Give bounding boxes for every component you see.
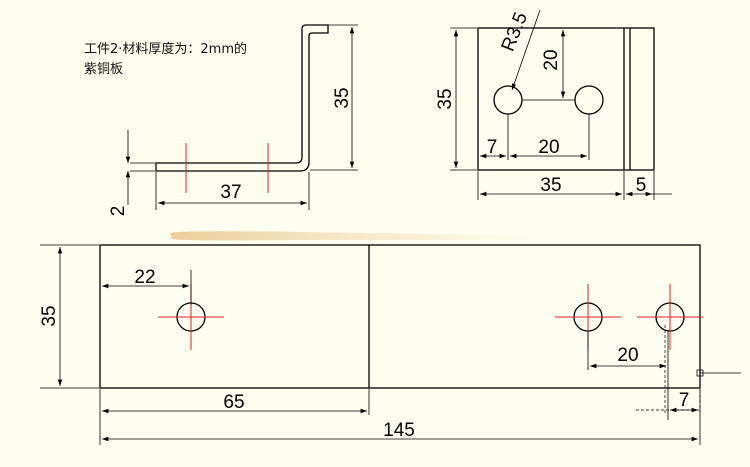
highlighter-smear	[170, 231, 584, 241]
flat-hole-spacing-label: 20	[617, 345, 638, 366]
end-width-label: 35	[540, 175, 561, 196]
side-hole-centerlines	[185, 143, 269, 193]
flat-height-label: 35	[39, 305, 60, 326]
material-note-line-1: 工件2·材料厚度为：2mm的	[84, 42, 248, 57]
flat-bend-line-label: 65	[223, 392, 244, 413]
flat-hole-centerlines	[158, 284, 703, 350]
end-edge-to-hole-label: 7	[487, 137, 498, 158]
side-profile-outline	[155, 24, 329, 172]
side-height-label: 35	[332, 87, 353, 108]
flat-total-length-label: 145	[383, 420, 415, 441]
end-hole-spacing-label: 20	[538, 137, 559, 158]
side-view	[125, 24, 358, 210]
end-height-label: 35	[435, 88, 456, 109]
end-view-hole-right	[574, 85, 604, 115]
end-flange-label: 5	[636, 175, 647, 196]
material-note-line-2: 紫铜板	[84, 62, 124, 77]
material-note: 工件2·材料厚度为：2mm的 紫铜板	[84, 40, 247, 80]
end-view-outline	[477, 27, 655, 171]
end-view-hole-left	[493, 85, 523, 115]
flat-first-hole-label: 22	[134, 267, 155, 288]
side-length-label: 37	[220, 182, 241, 203]
flat-pattern	[40, 244, 741, 445]
end-view	[450, 9, 672, 200]
end-radius-leader	[511, 9, 541, 91]
flat-edge-to-hole-label: 7	[679, 390, 690, 411]
end-hole-offset-label: 20	[541, 49, 562, 70]
side-thickness-label: 2	[108, 206, 129, 217]
